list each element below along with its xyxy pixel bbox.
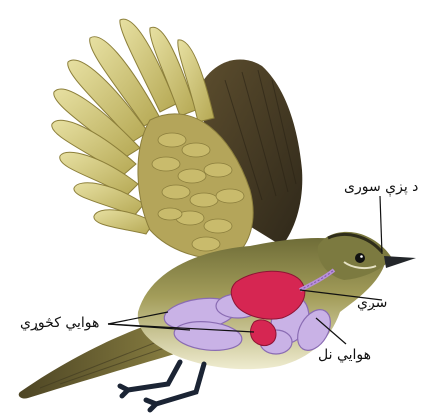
legs — [120, 362, 204, 410]
eye — [355, 253, 365, 263]
beak — [384, 256, 416, 268]
label-nostril: د پزې سورى — [344, 180, 418, 194]
label-lung: سږي — [357, 296, 387, 310]
label-air-sacs: هوايي كڅوړي — [20, 316, 99, 330]
label-air-tube: هوايي نل — [318, 348, 371, 362]
